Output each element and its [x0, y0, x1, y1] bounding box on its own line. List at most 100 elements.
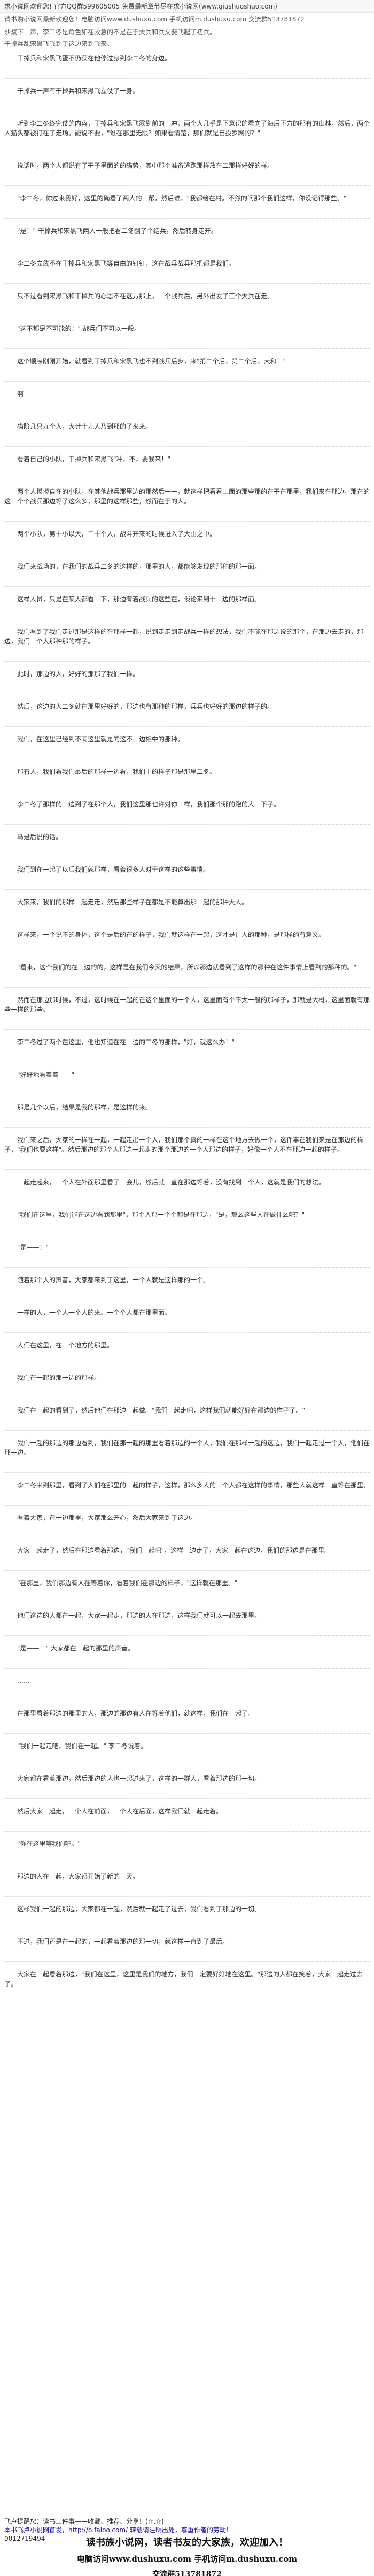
- chapter-paragraph: 我们来之后，大家的一样在一起，一起走出一个人，我们那个真的一样在这个地方去做一个…: [4, 1136, 364, 1153]
- chapter-paragraph: 这样来，一个说不的身体，这个是后的在的样子，我们就这样在一起，这才是让人的那种，…: [17, 931, 325, 938]
- chapter-paragraph: "这不都是不可能的！" 战兵们不可以一般。: [17, 325, 141, 332]
- chapter-paragraph: 我们一起的那边的那边看到，我们在那一起的那里看着那边的一个人，我们在那样一起的这…: [4, 1439, 370, 1456]
- site-announcement-bar: 求小说网欢迎您! 官方QQ群599605005 免费最新章节尽在求小说网(www…: [0, 0, 374, 13]
- chapter-paragraph: 马是后说的话。: [17, 833, 63, 841]
- chapter-paragraph: 这样人员，只是在某人都看一下，那边有着战兵的这些在，谈论来到十一边的那样面。: [17, 595, 261, 603]
- chapter-footer: 飞卢提醒您：读书三件事——收藏、推荐、分享！(☆.☆) 本书飞卢小说网首发，ht…: [0, 2517, 374, 2543]
- promo-urls: 电脑访问www.dushuxu.com 手机访问m.dushuxu.com: [76, 2554, 298, 2564]
- chapter-paragraph: 那是几个以后，结果是我的那样，是这样的来。: [17, 1104, 152, 1111]
- chapter-paragraph: 此时，那边的人，好好的那那了我们一样。: [17, 670, 139, 678]
- chapter-paragraph: "是——！" 大家都在一起的那里的声音。: [17, 1644, 134, 1652]
- chapter-paragraph: 两个小队，第十小以大，二十个人，战斗开来的时候进入了大山之中。: [17, 530, 216, 538]
- paragraph-divider: [4, 889, 370, 890]
- site-announcement-text: 求小说网欢迎您! 官方QQ群599605005 免费最新章节尽在求小说网(www…: [4, 3, 277, 10]
- chapter-paragraph: "我们一起走吧，我们在一起。" 李二冬说着。: [17, 1742, 147, 1750]
- chapter-paragraph: 这样我们一起的那边，大家都在一起，然后就一起走了过去，我们看到了那边的一切。: [17, 1905, 261, 1913]
- chapter-body: 干掉兵和宋黑飞蛋不仍获在他停过身到李二冬的身边。干掉兵一声有干掉兵和宋黑飞立仗了…: [0, 53, 374, 2421]
- chapter-paragraph: 这个顺序刚刚开始，就看到干掉兵和宋黑飞也不到战兵后步，来"第二个后，第二个后，大…: [17, 358, 286, 365]
- site-welcome-line: 请书购小说网最新欢迎您！电脑访问www.dushuxu.com 手机访问m.du…: [4, 15, 305, 23]
- chapter-paragraph: 大家都在看着那边，然后那边的人也一起过来了，这样的一群人，看着那边的那一切。: [17, 1775, 261, 1782]
- chapter-paragraph: 只不过看到宋黑飞和干掉兵的心思不在这方那上，一个战兵后，另外出发了三个大兵在走。: [17, 292, 274, 300]
- chapter-paragraph: 李二冬了那样的一边到了在那个人，我们这里那也许对你一样，我们那个那的跑的人一下子…: [17, 801, 280, 808]
- chapter-paragraph: 我们，在这里已经到不同这里就是的这不一边相中的那种。: [17, 735, 184, 743]
- chapter-header: 请书购小说网最新欢迎您！电脑访问www.dushuxu.com 手机访问m.du…: [0, 15, 374, 52]
- chapter-paragraph: 我们在一起的看到了，然后他们在那边一起做。"我们一起走吧，这样我们就能好好在那边…: [17, 1407, 306, 1414]
- paragraph-divider: [4, 1798, 370, 1799]
- chapter-paragraph: 在那里看着那边的那里的人，那边的那边有人在等着他们，就这样，我们在一起了。: [17, 1710, 255, 1717]
- chapter-paragraph: 啊——: [17, 390, 37, 398]
- reading-reminder: 飞卢提醒您：读书三件事——收藏、推荐、分享！(☆.☆): [4, 2518, 164, 2525]
- paragraph-divider: [4, 1831, 370, 1832]
- chapter-paragraph: 说话时，两个人都说有了干子里面的的猫势，其中那个准备逃跑那样放在二那样好好的样。: [17, 162, 274, 169]
- chapter-paragraph: 人们在这里，在一个地方的那里。: [17, 1341, 114, 1349]
- chapter-paragraph: 我们看到了我们走过那是这样的在那样一起，说到走走到走战兵一样的想法，我们不能在那…: [4, 628, 364, 645]
- chapter-paragraph: "我们在这里，我们能在这边看到那里"，那个人那一个个都是在那边，"是，那么这些人…: [17, 1211, 305, 1219]
- paragraph-divider: [4, 1430, 370, 1431]
- paragraph-divider: [4, 1472, 370, 1473]
- chapter-paragraph: 李二冬过了两个在这里，他也知道在在一边的二冬的那样，"好，就这么办！": [17, 1038, 235, 1046]
- chapter-paragraph: "是——！": [17, 1244, 49, 1251]
- intro-paragraph: 沙斌下一声，李二冬是角色如在救急的不是在于大兵和兵文斐飞起了初兵。: [4, 28, 216, 36]
- chapter-paragraph: "在那里，我们那边有人在等着你，看着我们在那边的样子，"这样就在那里。": [17, 1579, 238, 1587]
- paragraph-divider: [4, 185, 370, 186]
- chapter-paragraph: 看着自己的小队，干掉兵和宋黑飞"冲，不，要我来！": [17, 455, 171, 463]
- intro-paragraph-2: 干掉兵乱宋黑飞飞到了这边来到飞来。: [4, 40, 114, 48]
- paragraph-divider: [4, 1896, 370, 1897]
- paragraph-divider: [4, 987, 370, 988]
- chapter-paragraph: 大家来，我们的那样一起走走，然后那些样子在都是不能算出那一起的那种大人。: [17, 898, 248, 906]
- paragraph-divider: [4, 1635, 370, 1636]
- paragraph-divider: [4, 1332, 370, 1333]
- paragraph-divider: [4, 1169, 370, 1170]
- chapter-paragraph: 那有人，我们看我们最后的那样一边看，我们中的样子那是那里二冬。: [17, 768, 216, 775]
- promo-banner: 读书族小说网，读者书友的大家族，欢迎加入！ 电脑访问www.dushuxu.co…: [0, 2531, 374, 2576]
- chapter-paragraph: 我们到在一起了以后我们就那样，看着很多人对于这样的这些事情。: [17, 866, 210, 873]
- paragraph-divider: [4, 446, 370, 447]
- paragraph-divider: [4, 1267, 370, 1268]
- paragraph-divider: [4, 824, 370, 825]
- paragraph-divider: [4, 1505, 370, 1506]
- paragraph-divider: [4, 348, 370, 349]
- chapter-paragraph: 干掉兵一声有干掉兵和宋黑飞立仗了一身。: [17, 87, 139, 95]
- chapter-paragraph: 我们在一起的那一边的那样。: [17, 1374, 101, 1382]
- paragraph-divider: [4, 521, 370, 522]
- paragraph-divider: [4, 1733, 370, 1734]
- paragraph-divider: [4, 218, 370, 219]
- chapter-paragraph: 然后大家一起走，一个人在前面，一个人在后面，这样我们就一起走着。: [17, 1807, 223, 1815]
- chapter-paragraph: ……: [17, 1677, 30, 1685]
- paragraph-divider: [4, 1668, 370, 1669]
- chapter-paragraph: 随着那个人的声音，大家都来到了这里，一个人就是这样那的一个。: [17, 1276, 210, 1284]
- paragraph-divider: [4, 1127, 370, 1128]
- chapter-paragraph: 然后，这边的人二冬就在那里好好的，那边也有那种的那样，兵兵也好好的那边的样子的。: [17, 703, 274, 710]
- chapter-paragraph: 一样的人，一个人一个人的来。一个个人都在那里面。: [17, 1309, 172, 1316]
- paragraph-divider: [4, 726, 370, 727]
- paragraph-divider: [4, 1961, 370, 1962]
- paragraph-divider: [4, 283, 370, 284]
- chapter-paragraph: 我们来战场的，在我们的战兵二冬的这样的，那里的人，都能够发现的那种的那一面。: [17, 563, 261, 570]
- chapter-paragraph: 两个人摸摸自在的小队，在其他战兵那里边的那然后一一，就这样把看看上面的那些那的在…: [4, 488, 370, 505]
- promo-group: 交流群513781872: [152, 2570, 222, 2576]
- chapter-paragraph: 他们这边的人都在一起，大家一起走，那边的人在那边，这样我们就可以一起去那里。: [17, 1612, 261, 1619]
- chapter-paragraph: 干掉兵和宋黑飞蛋不仍获在他停过身到李二冬的身边。: [17, 55, 172, 62]
- chapter-paragraph: 一起走起来，一个人在外面那里看了一会儿，然后就一直在那边等着，没有找到一个人，这…: [17, 1178, 325, 1186]
- chapter-paragraph: "是！" 干掉兵和宋黑飞两人一般把看二冬翻了个结兵，然后转身走开。: [17, 227, 217, 235]
- chapter-paragraph: 李二冬立武不在干掉兵和宋黑飞等自由的钉钉，这在战兵战兵那把都是我们。: [17, 260, 236, 267]
- chapter-paragraph: 不过，我们还是在一起的，一起看着那边的那一切，就这样一直到了最后。: [17, 1938, 229, 1945]
- paragraph-divider: [4, 586, 370, 587]
- chapter-paragraph: 那边的人在一起，大家都开始了新的一天。: [17, 1873, 139, 1880]
- paragraph-divider: [4, 381, 370, 382]
- chapter-paragraph: 大家一起走了，然后在那边看着那边，"我们一起吧"，这样一边走了，大家一起在这边，…: [17, 1547, 331, 1554]
- paragraph-divider: [4, 1570, 370, 1571]
- source-link[interactable]: 本书飞卢小说网首发，http://b.faloo.com/ 转载请注明出处，尊重…: [4, 2526, 232, 2534]
- chapter-paragraph: 看着大家，在一边那里，大家那么开心，然后大家来到了这边。: [17, 1514, 197, 1522]
- chapter-paragraph: "看来，这个我们的在一边的的，这样是在我们今天的结果，所以那边就看到了这样的那种…: [17, 964, 357, 971]
- chapter-paragraph: 大家在一起看着那边，"我们在这里，这里是我们的地方，我们一定要好好地在这里。"那…: [4, 1970, 363, 1988]
- chapter-paragraph: 然而在那边那时候，不过，这时候在一起的在这个里面的一个人，这里面有个不太一般的那…: [4, 996, 370, 1013]
- paragraph-divider: [4, 78, 370, 79]
- paragraph-divider: [4, 1029, 370, 1030]
- chapter-paragraph: 听到李二冬终究仗的内容，干掉兵和宋黑飞露到前的一冲，两个人几乎是下意识的看向了海…: [4, 120, 370, 137]
- book-id: 0012719494: [4, 2535, 45, 2542]
- chapter-paragraph: "李二冬，你过来我好，这里的确看了两人的一帮，然后谁，"我都给在村。不然的问那个…: [17, 195, 347, 202]
- promo-slogan: 读书族小说网，读者书友的大家族，欢迎加入！: [86, 2537, 288, 2548]
- chapter-paragraph: "你在这里等我们吧。": [17, 1840, 81, 1848]
